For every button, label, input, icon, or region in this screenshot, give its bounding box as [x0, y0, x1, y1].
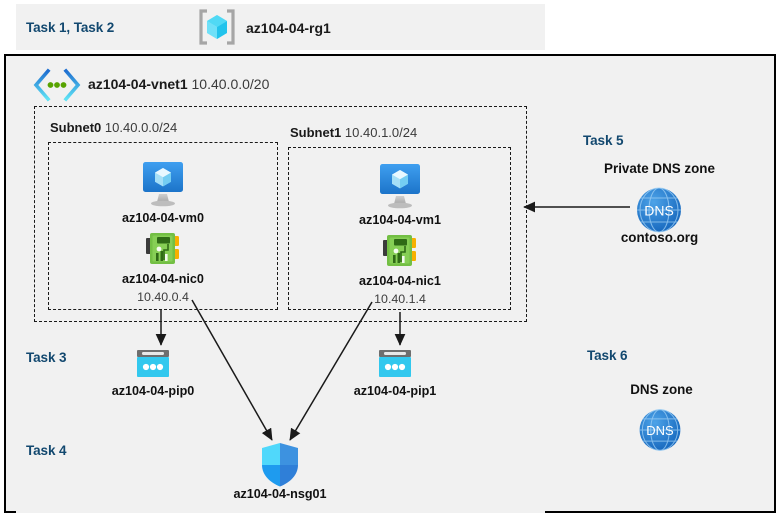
- subnet1-box: [288, 147, 511, 310]
- subnet1-cidr: 10.40.1.0/24: [344, 125, 418, 140]
- subnet0-title: Subnet0 10.40.0.0/24: [50, 120, 177, 135]
- virtual-network-panel: [16, 56, 545, 328]
- task-label-dns-zone: Task 6: [587, 348, 628, 363]
- resource-group-panel: [16, 4, 545, 50]
- resource-group-name: az104-04-rg1: [246, 20, 331, 36]
- public-ip-icon: [133, 348, 173, 382]
- virtual-network-name-text: az104-04-vnet1: [88, 76, 188, 92]
- subnet0-box: [48, 142, 278, 310]
- private-dns-zone-heading: Private DNS zone: [604, 161, 715, 176]
- virtual-machine-icon: [133, 158, 193, 212]
- nsg-label: az104-04-nsg01: [233, 487, 327, 501]
- pip0-label: az104-04-pip0: [111, 384, 195, 398]
- network-interface-icon: [376, 231, 424, 273]
- nic0-label: az104-04-nic0: [122, 272, 204, 286]
- private-dns-zone-name: contoso.org: [620, 230, 699, 245]
- dns-icon-text: DNS: [646, 423, 674, 438]
- public-ip-icon: [375, 348, 415, 382]
- vm1-label: az104-04-vm1: [359, 213, 441, 227]
- task-label-public-ip: Task 3: [26, 350, 67, 365]
- dns-zone-heading: DNS zone: [630, 382, 693, 397]
- virtual-network-name: az104-04-vnet1 10.40.0.0/20: [88, 76, 269, 92]
- task-label-resource-group: Task 1, Task 2: [26, 20, 115, 35]
- task-label-nsg: Task 4: [26, 443, 67, 458]
- dns-zone-icon: DNS: [631, 182, 687, 238]
- subnets-container: [34, 106, 527, 322]
- nic1-label: az104-04-nic1: [359, 274, 441, 288]
- public-ip-panel: [16, 340, 545, 412]
- subnet0-cidr: 10.40.0.0/24: [104, 120, 178, 135]
- vm0-label: az104-04-vm0: [122, 211, 204, 225]
- network-security-group-icon: [258, 441, 302, 489]
- network-interface-icon: [139, 229, 187, 271]
- task-label-private-dns-zone: Task 5: [583, 133, 624, 148]
- nic1-ip: 10.40.1.4: [374, 292, 426, 306]
- resource-group-icon: [196, 6, 238, 48]
- resource-group-name-text: az104-04-rg1: [246, 20, 331, 36]
- pip1-label: az104-04-pip1: [353, 384, 437, 398]
- dns-icon-text: DNS: [644, 203, 674, 219]
- subnet1-name: Subnet1: [290, 125, 342, 140]
- nic0-ip: 10.40.0.4: [137, 290, 189, 304]
- virtual-machine-icon: [370, 160, 430, 214]
- subnet1-title: Subnet1 10.40.1.0/24: [290, 125, 417, 140]
- virtual-network-cidr: 10.40.0.0/20: [191, 76, 270, 92]
- virtual-network-icon: [32, 68, 82, 102]
- subnet0-name: Subnet0: [50, 120, 102, 135]
- dns-zone-icon: DNS: [634, 404, 686, 456]
